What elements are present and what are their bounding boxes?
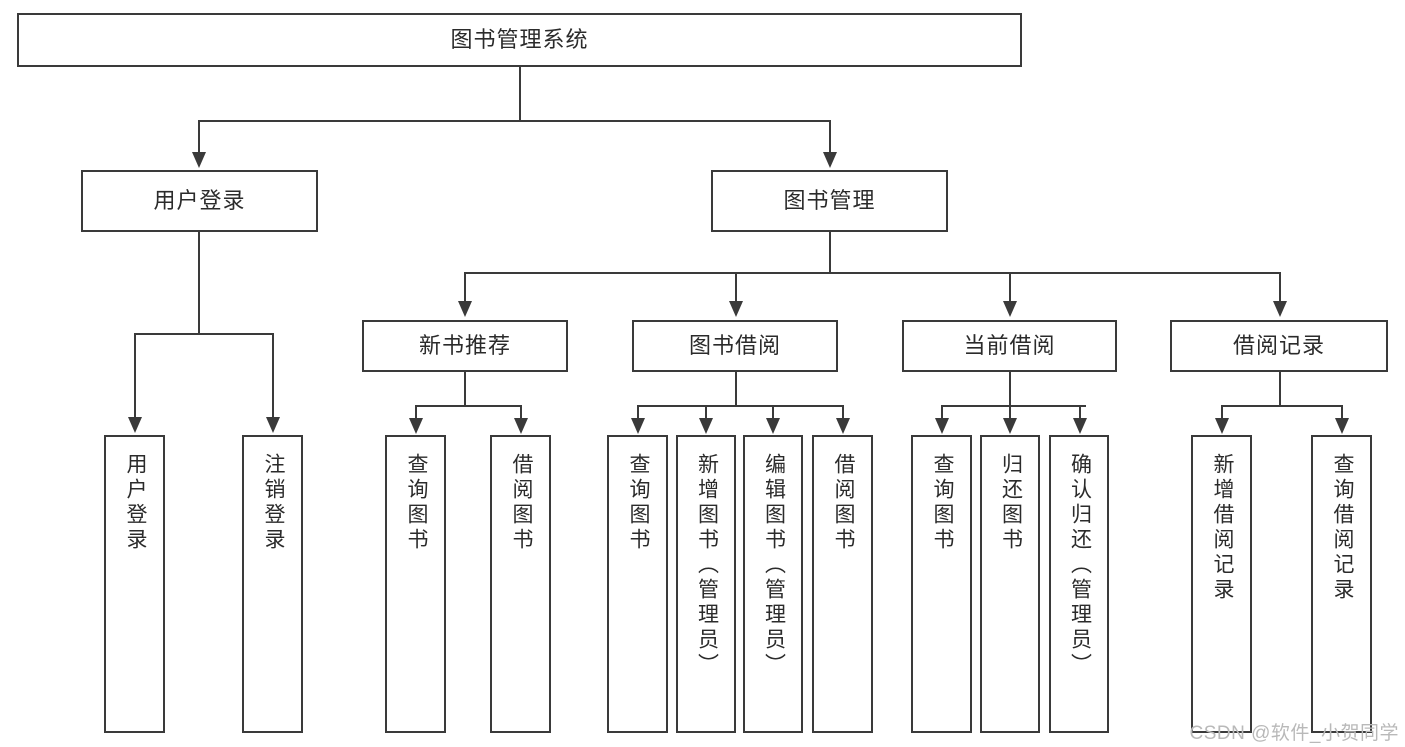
arrowhead-leaf-user-login [128, 417, 142, 433]
connector-user-login-child-1 [134, 333, 136, 418]
leaf-borrow-book-1-label: 借阅图书 [509, 453, 533, 553]
leaf-user-logout[interactable]: 注销登录 [242, 435, 303, 733]
arrowhead-current-borrow [1003, 301, 1017, 317]
connector-user-login-bar [134, 333, 274, 335]
leaf-query-record[interactable]: 查询借阅记录 [1311, 435, 1372, 733]
connector-new-book-rec-child-1 [415, 405, 417, 419]
leaf-query-book-2[interactable]: 查询图书 [607, 435, 668, 733]
connector-borrow-record-child-2 [1341, 405, 1343, 419]
connector-current-borrow-child-3 [1079, 405, 1081, 419]
leaf-add-record[interactable]: 新增借阅记录 [1191, 435, 1252, 733]
node-book-borrow-label: 图书借阅 [688, 333, 781, 359]
connector-current-borrow-child-2 [1009, 405, 1011, 419]
connector-to-borrow-record [1279, 272, 1281, 302]
leaf-add-book[interactable]: 新增图书（管理员） [676, 435, 736, 733]
connector-to-user-login [198, 120, 200, 153]
leaf-query-book-3[interactable]: 查询图书 [911, 435, 972, 733]
arrowhead-new-book-rec [458, 301, 472, 317]
connector-book-borrow-child-3 [772, 405, 774, 419]
connector-new-book-rec-stem [464, 372, 466, 406]
arrowhead-leaf-return-book [1003, 418, 1017, 434]
connector-current-borrow-child-1 [941, 405, 943, 419]
connector-book-borrow-child-1 [637, 405, 639, 419]
connector-borrow-record-stem [1279, 372, 1281, 406]
leaf-query-book-2-label: 查询图书 [626, 453, 650, 553]
node-new-book-rec-label: 新书推荐 [418, 333, 511, 359]
leaf-borrow-book-2[interactable]: 借阅图书 [812, 435, 873, 733]
arrowhead-book-borrow [729, 301, 743, 317]
arrowhead-borrow-record [1273, 301, 1287, 317]
arrowhead-leaf-edit-book [766, 418, 780, 434]
leaf-add-record-label: 新增借阅记录 [1210, 453, 1234, 603]
node-user-login-label: 用户登录 [153, 188, 246, 214]
arrowhead-leaf-add-record [1215, 418, 1229, 434]
connector-book-manage-stem [829, 232, 831, 273]
arrowhead-leaf-query-book-2 [631, 418, 645, 434]
arrowhead-leaf-query-record [1335, 418, 1349, 434]
arrowhead-leaf-confirm-return [1073, 418, 1087, 434]
connector-level2-bar [198, 120, 830, 122]
arrowhead-leaf-add-book [699, 418, 713, 434]
leaf-borrow-book-1[interactable]: 借阅图书 [490, 435, 551, 733]
connector-borrow-record-bar [1221, 405, 1343, 407]
node-new-book-rec[interactable]: 新书推荐 [362, 320, 568, 372]
leaf-query-book-3-label: 查询图书 [930, 453, 954, 553]
leaf-return-book[interactable]: 归还图书 [980, 435, 1040, 733]
connector-to-book-manage [829, 120, 831, 153]
arrowhead-leaf-borrow-book-1 [514, 418, 528, 434]
node-current-borrow[interactable]: 当前借阅 [902, 320, 1117, 372]
arrowhead-user-login [192, 152, 206, 168]
leaf-user-login-label: 用户登录 [123, 453, 147, 553]
node-borrow-record-label: 借阅记录 [1232, 333, 1325, 359]
arrowhead-leaf-query-book-1 [409, 418, 423, 434]
leaf-confirm-return-label: 确认归还（管理员） [1068, 453, 1092, 678]
leaf-return-book-label: 归还图书 [999, 453, 1023, 553]
leaf-add-book-label: 新增图书（管理员） [695, 453, 719, 678]
connector-book-borrow-child-2 [705, 405, 707, 419]
node-book-borrow[interactable]: 图书借阅 [632, 320, 838, 372]
arrowhead-leaf-borrow-book-2 [836, 418, 850, 434]
leaf-user-logout-label: 注销登录 [261, 453, 285, 553]
leaf-edit-book-label: 编辑图书（管理员） [762, 453, 786, 678]
connector-borrow-record-child-1 [1221, 405, 1223, 419]
connector-to-book-borrow [735, 272, 737, 302]
arrowhead-book-manage [823, 152, 837, 168]
leaf-query-record-label: 查询借阅记录 [1330, 453, 1354, 603]
arrowhead-leaf-user-logout [266, 417, 280, 433]
connector-root-stem [519, 67, 521, 120]
node-book-manage[interactable]: 图书管理 [711, 170, 948, 232]
leaf-query-book-1[interactable]: 查询图书 [385, 435, 446, 733]
leaf-confirm-return[interactable]: 确认归还（管理员） [1049, 435, 1109, 733]
connector-new-book-rec-child-2 [520, 405, 522, 419]
node-borrow-record[interactable]: 借阅记录 [1170, 320, 1388, 372]
node-root-label: 图书管理系统 [450, 27, 589, 53]
node-root[interactable]: 图书管理系统 [17, 13, 1022, 67]
connector-user-login-child-2 [272, 333, 274, 418]
connector-new-book-rec-bar [415, 405, 521, 407]
node-book-manage-label: 图书管理 [783, 188, 876, 214]
arrowhead-leaf-query-book-3 [935, 418, 949, 434]
connector-to-current-borrow [1009, 272, 1011, 302]
connector-current-borrow-stem [1009, 372, 1011, 406]
connector-book-borrow-bar [637, 405, 843, 407]
leaf-query-book-1-label: 查询图书 [404, 453, 428, 553]
connector-level3-bar [464, 272, 1280, 274]
connector-to-new-book-rec [464, 272, 466, 302]
connector-book-borrow-child-4 [842, 405, 844, 419]
leaf-user-login[interactable]: 用户登录 [104, 435, 165, 733]
node-user-login[interactable]: 用户登录 [81, 170, 318, 232]
leaf-borrow-book-2-label: 借阅图书 [831, 453, 855, 553]
node-current-borrow-label: 当前借阅 [963, 333, 1056, 359]
connector-user-login-stem [198, 232, 200, 334]
connector-current-borrow-bar [941, 405, 1086, 407]
leaf-edit-book[interactable]: 编辑图书（管理员） [743, 435, 803, 733]
connector-book-borrow-stem [735, 372, 737, 406]
